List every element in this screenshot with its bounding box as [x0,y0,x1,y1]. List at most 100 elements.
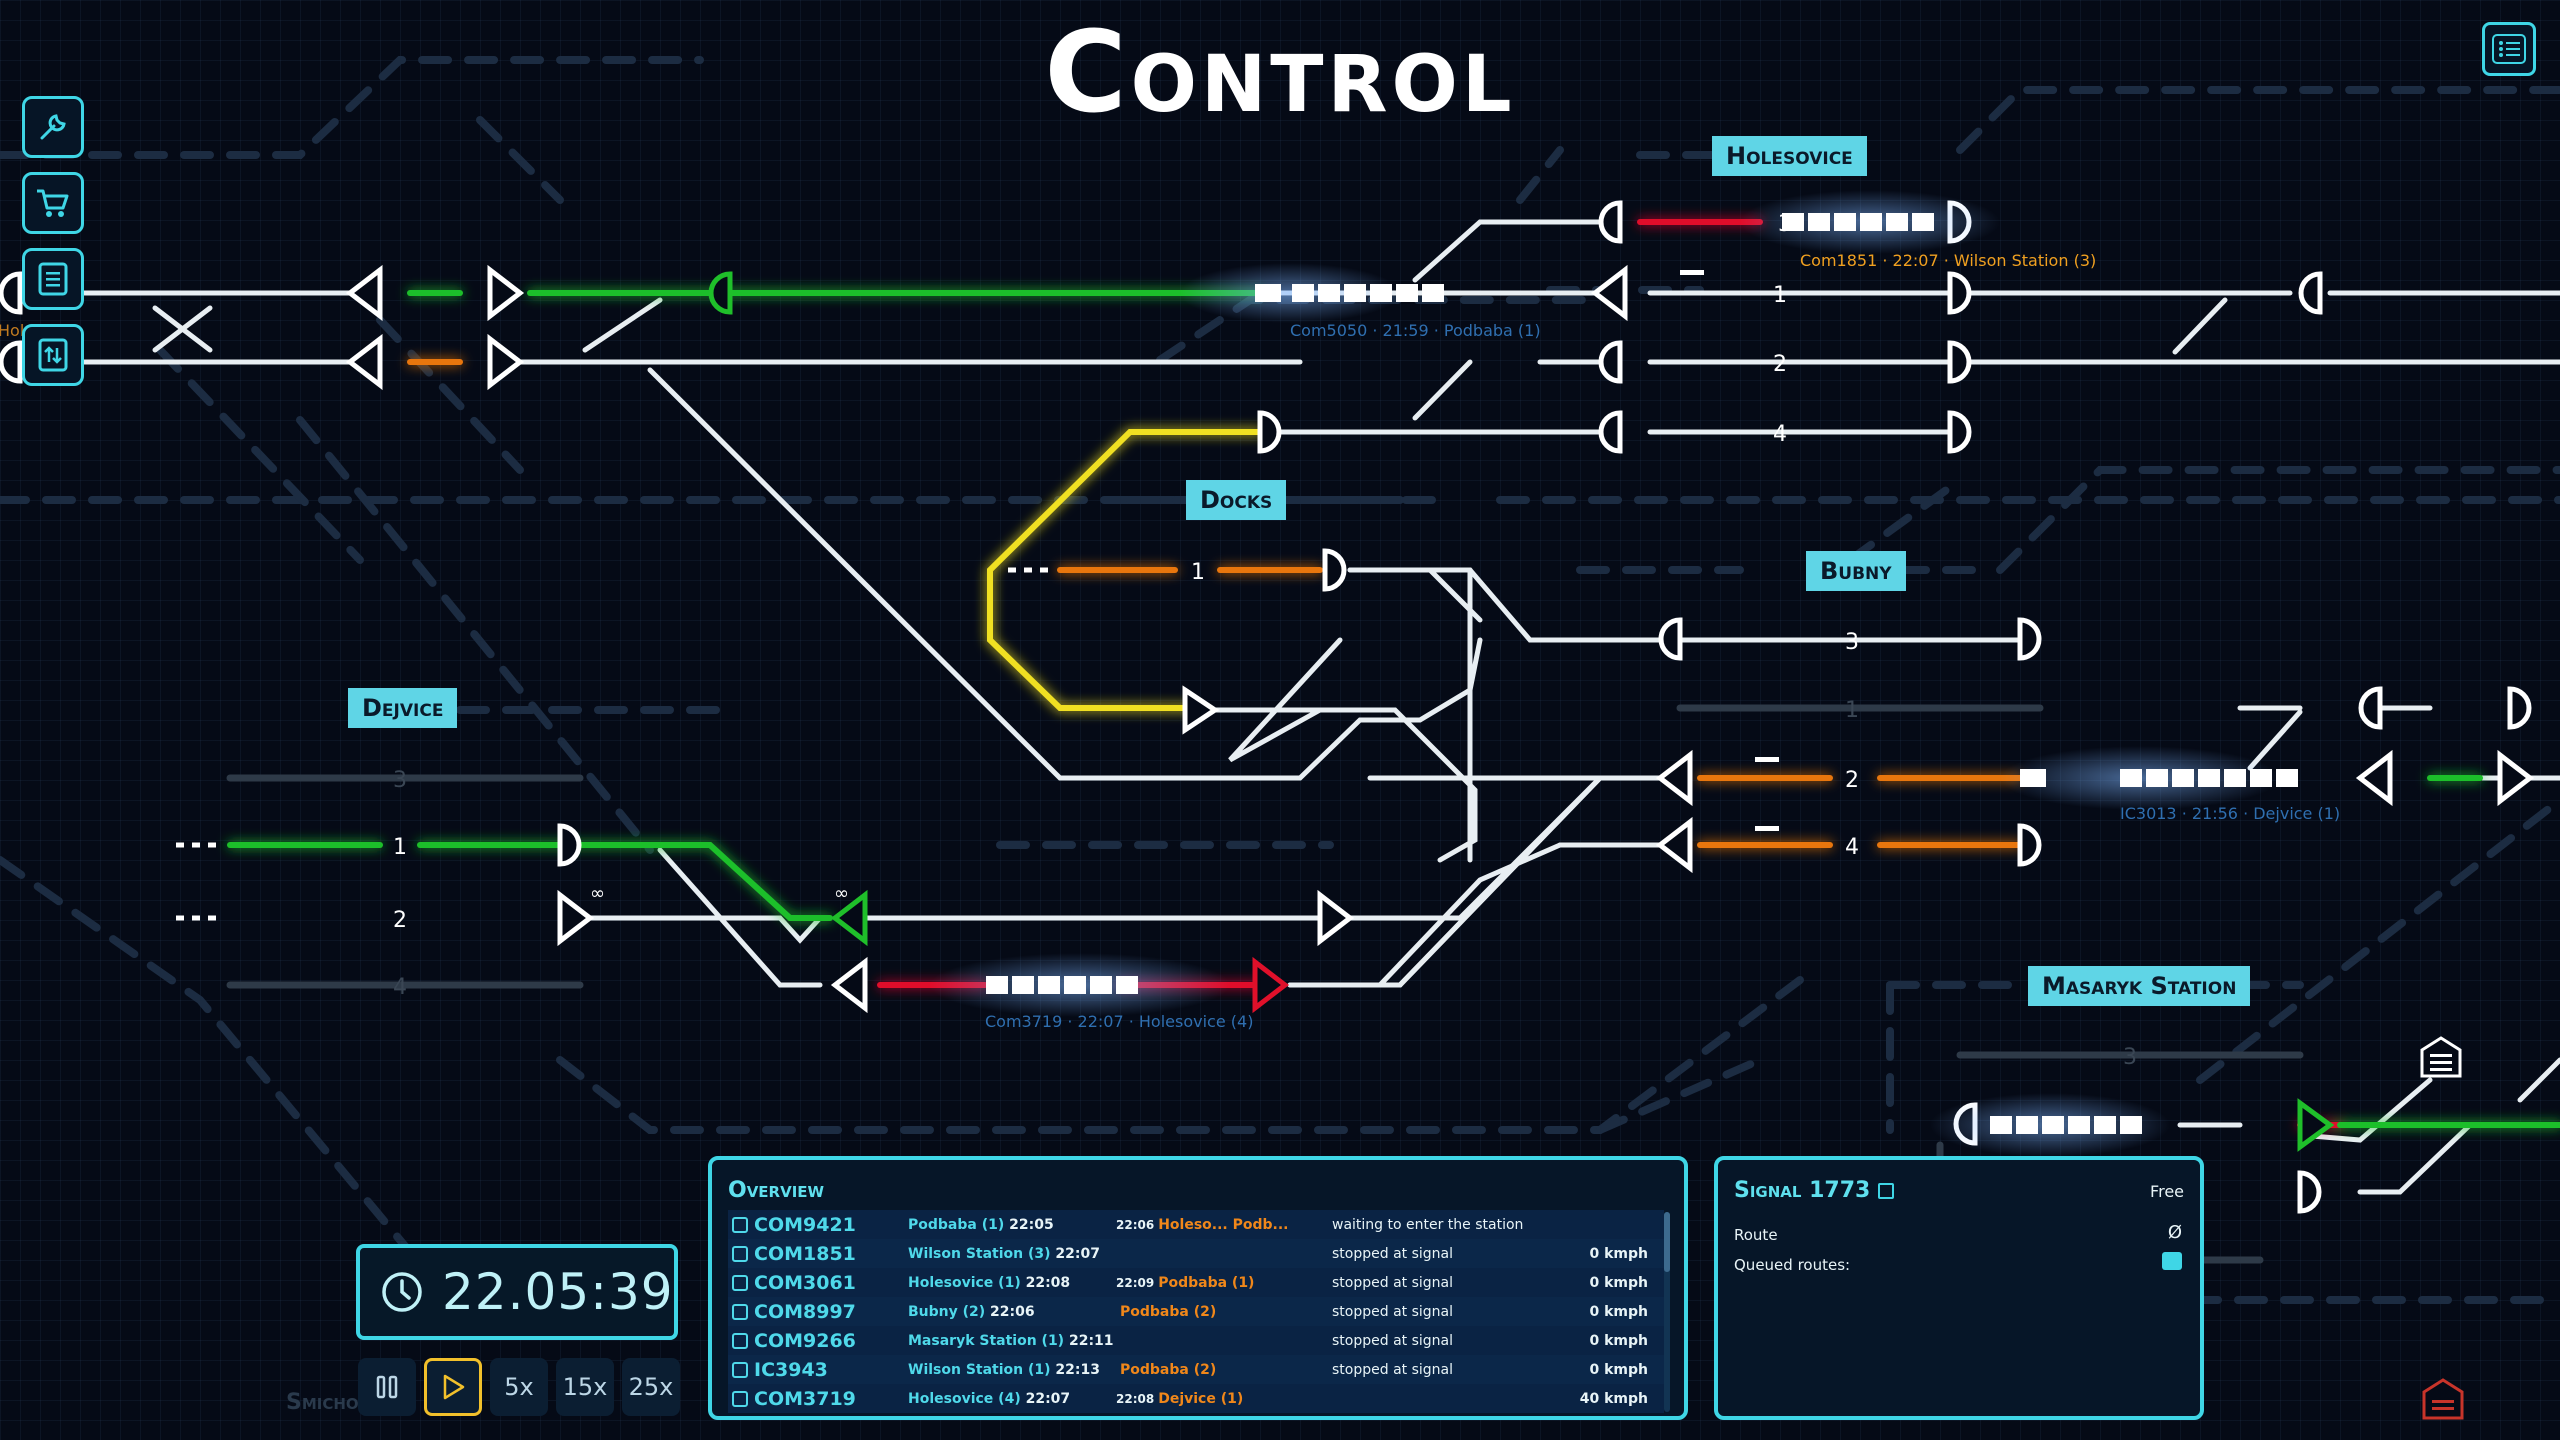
svg-text:Com1851 · 22:07 · Wilson Stati: Com1851 · 22:07 · Wilson Station (3) [1800,251,2096,270]
list-menu-button[interactable] [2482,22,2536,76]
signal-triangle [1655,749,1693,807]
train-origin: Bubny (2) 22:06 [908,1303,1035,1320]
track-numbers: 1 2 3 4 1 3 1 2 4 3 1 2 4 3 1 [393,212,2137,1140]
svg-text:Com3719 · 22:07 · Holesovice (: Com3719 · 22:07 · Holesovice (4) [985,1012,1253,1031]
signals[interactable] [0,200,2535,1214]
page-title: Control [1044,8,1516,138]
station-label-holesovice[interactable]: Holesovice [1712,136,1867,176]
train-id[interactable]: COM3061 [728,1272,908,1294]
sort-arrows-icon [38,338,68,372]
signal-triangle [345,333,383,391]
train-icon [732,1303,748,1320]
train-icon [732,1274,748,1291]
overview-scrollbar[interactable] [1664,1212,1670,1412]
game-clock: 22.05:39 [356,1244,678,1340]
train-icon [732,1332,748,1349]
edit-icon[interactable] [1878,1183,1895,1199]
station-label-bubny[interactable]: Bubny [1806,551,1906,591]
signal-triangle [1655,816,1693,874]
svg-text:4: 4 [1845,835,1859,860]
train-speed: 40 kmph [1579,1390,1648,1407]
play-icon [443,1374,465,1400]
train-icon [732,1361,748,1378]
queue-route-icon[interactable] [2162,1252,2182,1270]
train-status: stopped at signal [1332,1245,1454,1262]
pause-button[interactable] [358,1358,416,1416]
train-origin: Holesovice (4) 22:07 [908,1390,1071,1407]
train-id[interactable]: COM3719 [728,1388,908,1410]
train-id[interactable]: IC3943 [728,1359,908,1381]
signal-triangle [2355,749,2393,807]
svg-text:1: 1 [1191,560,1205,585]
train-ic3013 [2020,769,2298,787]
station-building-icon[interactable] [2420,1376,2466,1422]
infinity-icon: ∞ [834,883,849,904]
svg-text:4: 4 [1773,422,1787,447]
train-next-stop: Podbaba (2) [1120,1303,1217,1320]
train-com5050 [1255,284,1444,302]
svg-text:2: 2 [393,908,407,933]
train-icon [732,1245,748,1262]
train-origin: Masaryk Station (1) 22:11 [908,1332,1114,1349]
train-com3719 [986,976,1138,994]
train-id[interactable]: COM9266 [728,1330,908,1352]
speed-controls: 5x 15x 25x [358,1358,680,1416]
train-status: stopped at signal [1332,1361,1454,1378]
svg-text:2: 2 [1773,352,1787,377]
train-id[interactable]: COM8997 [728,1301,908,1323]
route-label: Route [1734,1226,1778,1244]
trains[interactable] [986,213,2298,1134]
signal-panel: Signal 1773 Free Route Ø Queued routes: [1714,1156,2204,1420]
shop-button[interactable] [22,172,84,234]
queued-routes-label: Queued routes: [1734,1256,1851,1274]
svg-text:1: 1 [1773,283,1787,308]
play-button[interactable] [424,1358,482,1416]
signal-triangle [487,333,525,391]
signal-triangle [1590,264,1628,322]
svg-text:Com5050 · 21:59 · Podbaba (1): Com5050 · 21:59 · Podbaba (1) [1290,321,1541,340]
train-status: stopped at signal [1332,1332,1454,1349]
signal-state: Free [2150,1182,2184,1201]
speed-15x-button[interactable]: 15x [556,1358,614,1416]
train-origin: Podbaba (1) 22:05 [908,1216,1054,1233]
train-id[interactable]: COM9421 [728,1214,908,1236]
svg-text:1: 1 [2123,1115,2137,1140]
tools-button[interactable] [22,96,84,158]
routes-button[interactable] [22,324,84,386]
svg-text:3: 3 [2123,1045,2137,1070]
svg-text:1: 1 [1845,698,1859,723]
speed-5x-button[interactable]: 5x [490,1358,548,1416]
svg-text:3: 3 [1845,630,1859,655]
station-label-dejvice[interactable]: Dejvice [348,688,458,728]
train-id[interactable]: COM1851 [728,1243,908,1265]
infinity-icon: ∞ [590,883,605,904]
svg-text:IC3013 · 21:56 · Dejvice (1): IC3013 · 21:56 · Dejvice (1) [2120,804,2340,823]
signal-triangle [2497,749,2535,807]
timetable-button[interactable] [22,248,84,310]
speed-25x-button[interactable]: 25x [622,1358,680,1416]
signal-triangle [345,264,383,322]
station-label-masaryk[interactable]: Masaryk Station [2028,966,2251,1006]
svg-text:1: 1 [393,835,407,860]
train-speed: 0 kmph [1589,1303,1648,1320]
station-building-icon[interactable] [2418,1034,2464,1080]
clock-icon [382,1272,422,1312]
train-speed: 0 kmph [1589,1332,1648,1349]
route-value: Ø [2167,1222,2182,1243]
signal-triangle [2297,1098,2335,1152]
signal-triangle [487,264,525,322]
station-label-docks[interactable]: Docks [1186,480,1287,520]
train-speed: 0 kmph [1589,1245,1648,1262]
